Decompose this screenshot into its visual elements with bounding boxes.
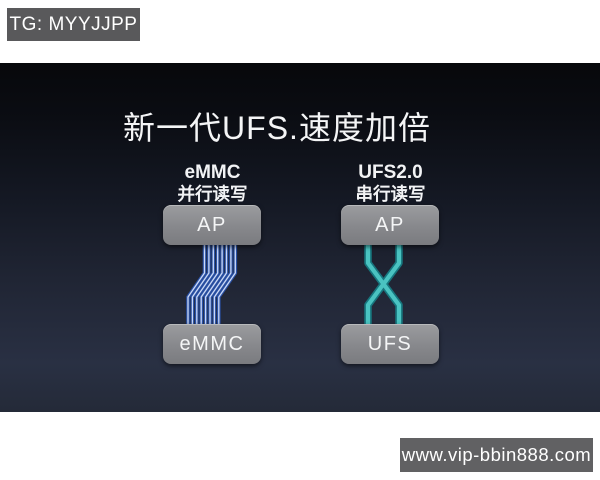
chip-ufs: UFS: [341, 324, 439, 364]
watermark-website: www.vip-bbin888.com: [400, 438, 593, 472]
slide-title: 新一代UFS.速度加倍: [123, 110, 431, 146]
slide-panel: 新一代UFS.速度加倍 eMMC 并行读写 UFS2.0 串行读写: [0, 63, 600, 412]
watermark-telegram: TG: MYYJJPP: [7, 8, 140, 41]
chip-ap-right: AP: [341, 205, 439, 245]
ufs-subheading: 串行读写: [355, 184, 426, 204]
column-header-ufs: UFS2.0 串行读写: [341, 162, 440, 205]
chip-emmc: eMMC: [163, 324, 261, 364]
emmc-parallel-bus: [186, 243, 238, 327]
emmc-heading: eMMC: [184, 162, 241, 183]
chip-ap-left: AP: [163, 205, 261, 245]
ufs-crossed-bus: [368, 245, 399, 325]
ufs-heading: UFS2.0: [358, 162, 423, 183]
bus-wires-graphic: [186, 63, 600, 412]
emmc-subheading: 并行读写: [177, 184, 248, 204]
column-header-emmc: eMMC 并行读写: [163, 162, 262, 205]
